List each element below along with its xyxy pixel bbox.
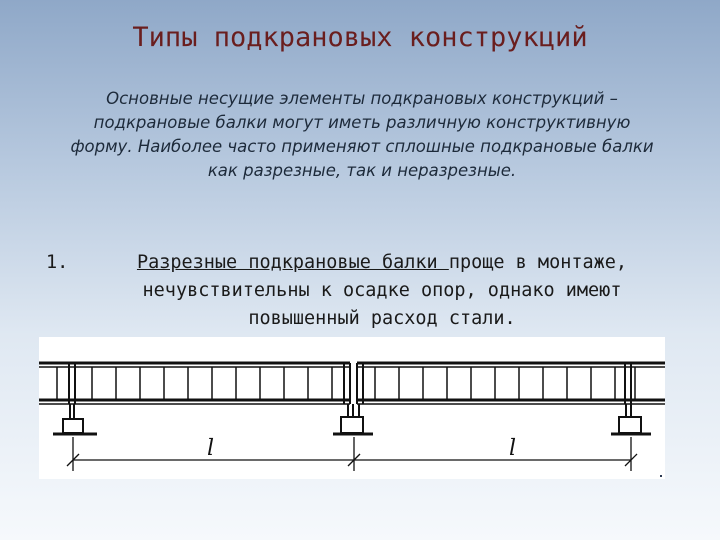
point-number: 1.: [46, 252, 69, 273]
point-text-line1: проще в монтаже,: [448, 252, 628, 273]
right-beam: [356, 361, 665, 405]
slide-title: Типы подкрановых конструкций: [132, 22, 588, 53]
span-label-right: l: [509, 436, 516, 461]
span-label-left: l: [207, 436, 214, 461]
beam-diagram: l l: [39, 337, 665, 479]
left-beam: [39, 361, 351, 405]
dimension-line: [66, 437, 638, 471]
point-text-line2: нечувствительны к осадке опор, однако им…: [142, 280, 622, 301]
support-left: [53, 404, 97, 436]
support-right: [611, 404, 651, 436]
intro-paragraph: Основные несущие элементы подкрановых ко…: [70, 89, 654, 180]
support-middle: [333, 404, 373, 436]
beam-diagram-svg: l l: [39, 361, 665, 471]
numbered-point-1: 1. Разрезные подкрановые балки проще в м…: [46, 249, 676, 333]
point-text-line3: повышенный расход стали.: [248, 308, 516, 329]
point-text: Разрезные подкрановые балки проще в монт…: [88, 249, 676, 333]
decorative-dot: [660, 475, 662, 477]
point-underlined-text: Разрезные подкрановые балки: [136, 252, 449, 273]
